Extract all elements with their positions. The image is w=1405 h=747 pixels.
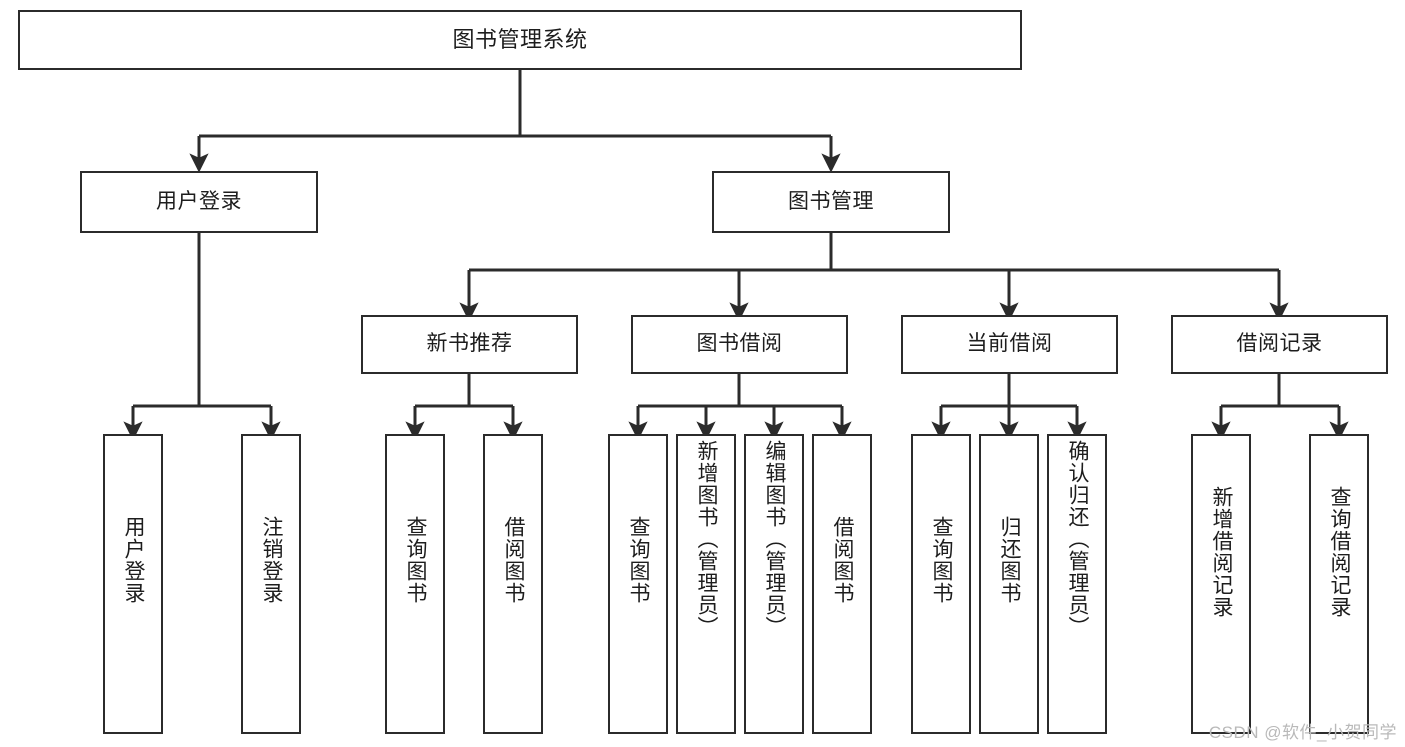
leaf-query-borrow-record[interactable]: 查询借阅记录 — [1309, 434, 1369, 734]
node-label: 借阅图书 — [831, 516, 855, 604]
leaf-confirm-return-admin[interactable]: 确认归还（管理员） — [1047, 434, 1107, 734]
leaf-query-book-borrow[interactable]: 查询图书 — [608, 434, 668, 734]
node-label: 用户登录 — [156, 189, 242, 213]
leaf-borrow-book-borrow[interactable]: 借阅图书 — [812, 434, 872, 734]
csdn-watermark: CSDN @软件_小贺同学 — [1208, 723, 1397, 742]
node-current-borrow[interactable]: 当前借阅 — [901, 315, 1118, 374]
leaf-add-borrow-record[interactable]: 新增借阅记录 — [1191, 434, 1251, 734]
node-label: 新书推荐 — [426, 332, 513, 356]
node-label: 注销登录 — [260, 516, 284, 604]
node-label: 借阅记录 — [1236, 332, 1323, 356]
node-label: 查询图书 — [404, 516, 428, 604]
node-label: 查询图书 — [930, 516, 954, 604]
leaf-add-book-admin[interactable]: 新增图书（管理员） — [676, 434, 736, 734]
node-label: 当前借阅 — [966, 332, 1053, 356]
leaf-logout-login[interactable]: 注销登录 — [241, 434, 301, 734]
node-user-login[interactable]: 用户登录 — [80, 171, 318, 233]
node-label: 用户登录 — [122, 516, 146, 604]
node-label: 查询借阅记录 — [1328, 486, 1352, 618]
node-borrow-record[interactable]: 借阅记录 — [1171, 315, 1388, 374]
node-label: 借阅图书 — [502, 516, 526, 604]
node-label: 新增图书（管理员） — [695, 440, 719, 638]
node-book-borrow[interactable]: 图书借阅 — [631, 315, 848, 374]
node-label: 图书管理 — [788, 189, 874, 213]
leaf-user-login[interactable]: 用户登录 — [103, 434, 163, 734]
node-label: 图书借阅 — [696, 332, 783, 356]
node-label: 图书管理系统 — [452, 27, 588, 53]
node-label: 确认归还（管理员） — [1066, 440, 1090, 638]
leaf-edit-book-admin[interactable]: 编辑图书（管理员） — [744, 434, 804, 734]
node-label: 查询图书 — [627, 516, 651, 604]
node-label: 新增借阅记录 — [1210, 486, 1234, 618]
leaf-query-book-current[interactable]: 查询图书 — [911, 434, 971, 734]
leaf-query-book-new-recommend[interactable]: 查询图书 — [385, 434, 445, 734]
node-label: 编辑图书（管理员） — [763, 440, 787, 638]
leaf-borrow-book-new-recommend[interactable]: 借阅图书 — [483, 434, 543, 734]
node-label: 归还图书 — [998, 516, 1022, 604]
node-new-book-recommend[interactable]: 新书推荐 — [361, 315, 578, 374]
node-book-manage[interactable]: 图书管理 — [712, 171, 950, 233]
leaf-return-book[interactable]: 归还图书 — [979, 434, 1039, 734]
node-root-system[interactable]: 图书管理系统 — [18, 10, 1022, 70]
